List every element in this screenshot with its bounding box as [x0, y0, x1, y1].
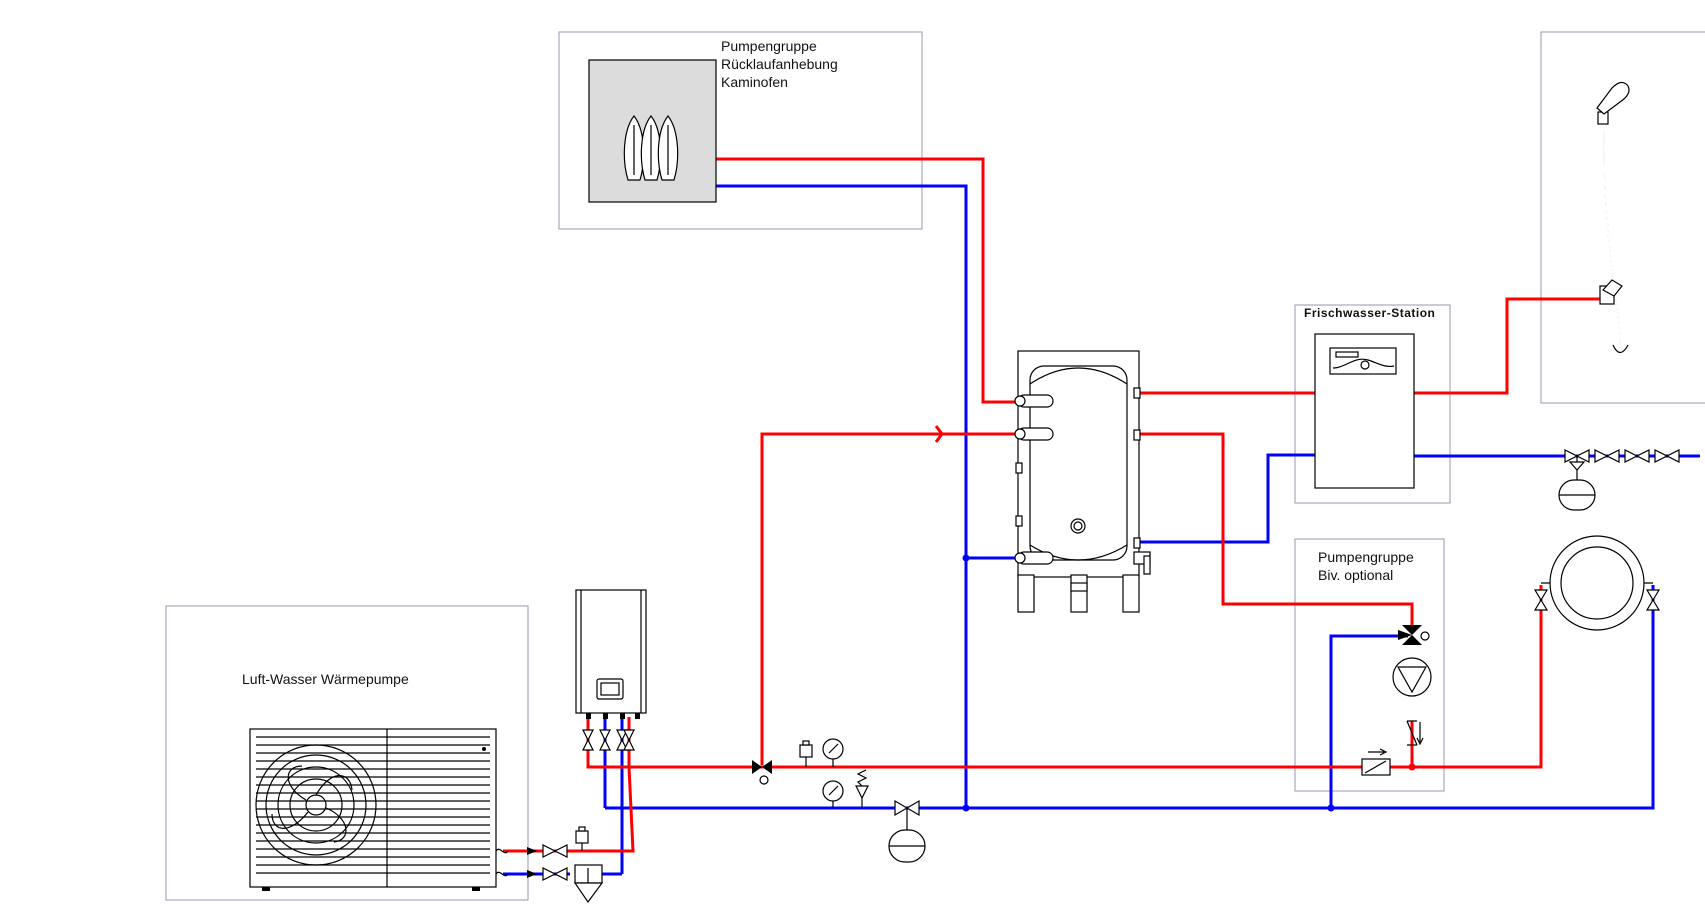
junction-dot [962, 804, 970, 812]
fresh-water-station-frame [1294, 304, 1451, 504]
heat-pump-label: Luft-Wasser Wärmepumpe [242, 671, 409, 687]
pump-group-biv-frame [1294, 538, 1445, 792]
flame-icon [623, 115, 679, 181]
tank-connections [1014, 387, 1151, 575]
supply-lines [503, 157, 1600, 853]
dhw-valve-row [1564, 449, 1680, 471]
pump-group-biv-label-2: Biv. optional [1318, 567, 1393, 583]
air-vent-icon [575, 826, 589, 851]
check-valve-icon [1361, 748, 1391, 776]
return-lines [503, 184, 1700, 876]
heat-pump-frame [165, 605, 529, 901]
air-vent-icon [799, 740, 813, 767]
wood-stove [588, 59, 717, 203]
heating-coil-icon [1541, 535, 1653, 631]
pump-group-return-label-1: Pumpengruppe [721, 38, 817, 54]
three-way-valve-icon [1398, 625, 1430, 645]
pump-group-return-label-3: Kaminofen [721, 74, 788, 90]
flow-direction-arrow [934, 425, 944, 443]
indoor-unit [575, 589, 647, 719]
expansion-vessel-icon [1558, 470, 1596, 511]
valve-icon [1533, 589, 1661, 611]
dirt-separator-icon [573, 864, 604, 904]
expansion-vessel-icon [888, 829, 926, 863]
flex-hose-icon [495, 848, 509, 877]
safety-valve-icon [855, 769, 869, 808]
junction-dot [1327, 804, 1335, 812]
junction-dot [1408, 763, 1416, 771]
fresh-water-station-label: Frischwasser-Station [1304, 306, 1435, 320]
shower-head-icon [1596, 81, 1630, 354]
fresh-water-module [1314, 333, 1415, 489]
circulation-pump-icon [1392, 657, 1432, 697]
fan-icon [255, 744, 377, 866]
shower-frame [1540, 31, 1705, 404]
three-way-valve-icon [752, 760, 772, 785]
valve-icon [527, 844, 568, 881]
gauge-icon [822, 780, 844, 808]
valve-icon [894, 799, 920, 830]
pump-group-return-label-2: Rücklaufanhebung [721, 56, 838, 72]
buffer-tank [1014, 350, 1151, 613]
check-valve-icon [1406, 720, 1424, 746]
valve-icon [582, 729, 635, 751]
pump-group-return-frame [558, 31, 923, 230]
heat-pump-unit [249, 728, 497, 891]
grille-lines [256, 736, 490, 874]
junction-dot [962, 554, 970, 562]
pump-group-biv-label-1: Pumpengruppe [1318, 549, 1414, 565]
gauge-icon [822, 738, 844, 767]
